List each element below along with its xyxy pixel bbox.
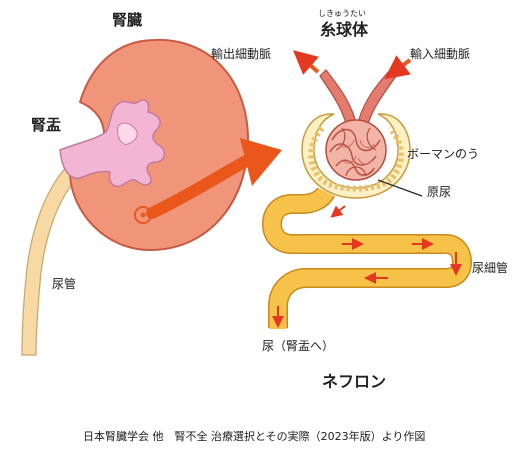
glomerulus-label: 糸球体: [320, 20, 369, 39]
glomerulus-tuft: [325, 119, 387, 181]
flow-arrow-icon: [330, 205, 346, 218]
afferent-flow-arrow: [384, 55, 412, 80]
primary-urine-pointer: [377, 179, 423, 197]
primary-urine-label: 原尿: [427, 185, 452, 199]
nephron-label: ネフロン: [322, 372, 387, 391]
bowman-capsule-rim: [308, 126, 404, 192]
renal-tubule-lumen: [263, 187, 471, 329]
kidney-label: 腎臓: [112, 11, 143, 29]
ureter-label: 尿管: [52, 277, 77, 291]
efferent-arteriole: [319, 69, 359, 133]
renal-pelvis-label: 腎盂: [31, 116, 62, 134]
efferent-arteriole-label: 輸出細動脈: [211, 47, 272, 61]
bowman-capsule-label: ボーマンのう: [407, 147, 480, 161]
urine-to-pelvis-label: 尿（腎盂へ）: [262, 339, 335, 353]
renal-tubule-label: 尿細管: [472, 261, 509, 275]
renal-pelvis: [59, 99, 166, 188]
bowman-capsule: [301, 113, 411, 199]
big-curved-arrow: [146, 154, 254, 219]
afferent-arteriole-label: 輸入細動脈: [410, 47, 471, 61]
curved-arrow-icon: [240, 138, 282, 186]
source-caption: 日本腎臓学会 他 腎不全 治療選択とその実際（2023年版）より作図: [83, 430, 426, 443]
renal-pelvis-inner: [117, 122, 138, 145]
nephron-location-dot: [140, 212, 146, 218]
ureter: [21, 164, 80, 356]
efferent-flow-arrow: [292, 50, 320, 75]
glomerulus-ruby-label: しきゅうたい: [318, 9, 366, 18]
